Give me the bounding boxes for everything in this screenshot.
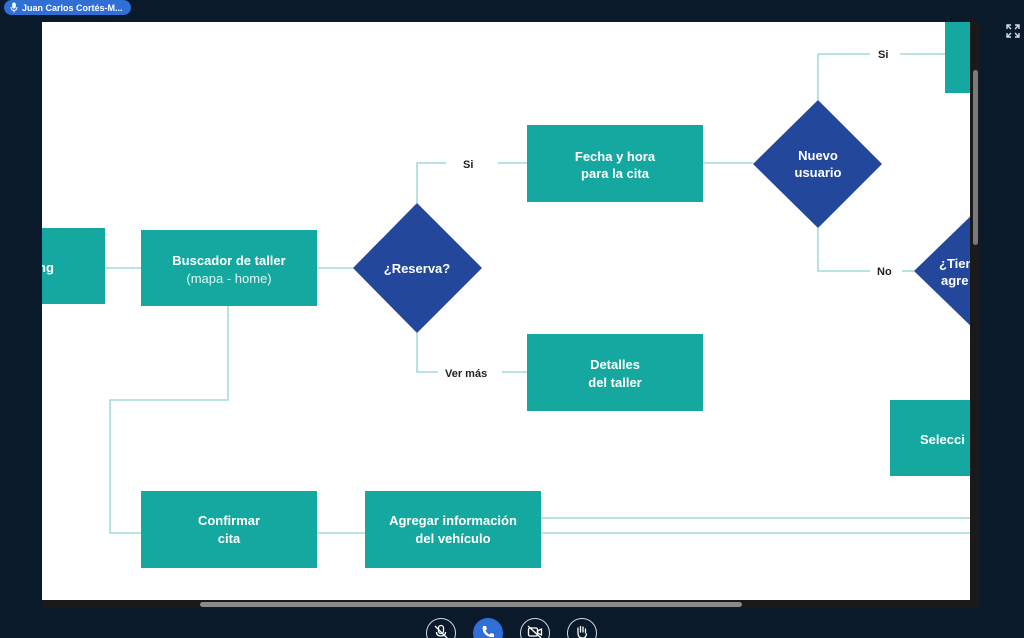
edge-label-si-reserva: Si (463, 159, 473, 171)
node-buscador-line2: (mapa - home) (186, 271, 271, 286)
node-detalles-line1: Detalles (590, 357, 640, 372)
microphone-icon (10, 2, 18, 13)
decision-reserva: ¿Reserva? (353, 203, 482, 333)
flowchart: ng Buscador de taller (mapa - home) ¿Res… (42, 22, 970, 568)
toggle-camera-button[interactable] (520, 618, 550, 638)
node-top-right-partial (945, 22, 970, 93)
node-buscador-line1: Buscador de taller (172, 253, 285, 268)
end-call-button[interactable] (473, 618, 503, 638)
decision-nuevo-usuario: Nuevo usuario (753, 100, 882, 228)
node-confirmar-line2: cita (218, 531, 241, 546)
shared-screen: ng Buscador de taller (mapa - home) ¿Res… (42, 22, 970, 600)
node-agregar-vehiculo: Agregar información del vehículo (365, 491, 541, 568)
decision-tiene-line1: ¿Tien (939, 256, 970, 271)
shared-screen-frame (970, 22, 980, 608)
node-confirmar-cita: Confirmar cita (141, 491, 317, 568)
presenter-name-badge: Juan Carlos Cortés-M... (4, 0, 131, 15)
node-agregar-line1: Agregar información (389, 513, 517, 528)
decision-tiene-partial: ¿Tien agre (914, 216, 970, 326)
node-fecha-line1: Fecha y hora (575, 149, 656, 164)
node-fecha-hora: Fecha y hora para la cita (527, 125, 703, 202)
node-fecha-line2: para la cita (581, 166, 650, 181)
hand-icon (577, 625, 588, 638)
node-landing-label: ng (42, 260, 54, 275)
node-agregar-line2: del vehículo (415, 531, 490, 546)
node-detalles-taller: Detalles del taller (527, 334, 703, 411)
decision-nuevo-line1: Nuevo (798, 148, 838, 163)
node-confirmar-line1: Confirmar (198, 513, 260, 528)
node-buscador-taller: Buscador de taller (mapa - home) (141, 230, 317, 306)
vertical-scrollbar[interactable] (973, 70, 978, 245)
phone-icon (482, 626, 494, 638)
call-controls (0, 616, 1024, 638)
decision-tiene-line2: agre (941, 273, 968, 288)
decision-nuevo-line2: usuario (795, 165, 842, 180)
edge-label-ver-mas: Ver más (445, 368, 487, 380)
node-selecciona-partial: Selecci (890, 400, 970, 476)
node-landing: ng (42, 228, 105, 304)
expand-arrows-icon[interactable] (1006, 24, 1020, 38)
horizontal-scrollbar[interactable] (200, 602, 742, 607)
raise-hand-button[interactable] (567, 618, 597, 638)
mic-off-icon (434, 624, 448, 638)
edge-label-no-nuevo: No (877, 266, 892, 278)
connector-lines (105, 53, 970, 534)
node-detalles-line2: del taller (588, 375, 641, 390)
decision-reserva-label: ¿Reserva? (384, 261, 451, 276)
edge-label-si-nuevo: Si (878, 49, 888, 61)
mute-microphone-button[interactable] (426, 618, 456, 638)
presenter-name: Juan Carlos Cortés-M... (22, 2, 123, 13)
node-selecciona-label: Selecci (920, 432, 965, 447)
video-off-icon (527, 625, 543, 638)
